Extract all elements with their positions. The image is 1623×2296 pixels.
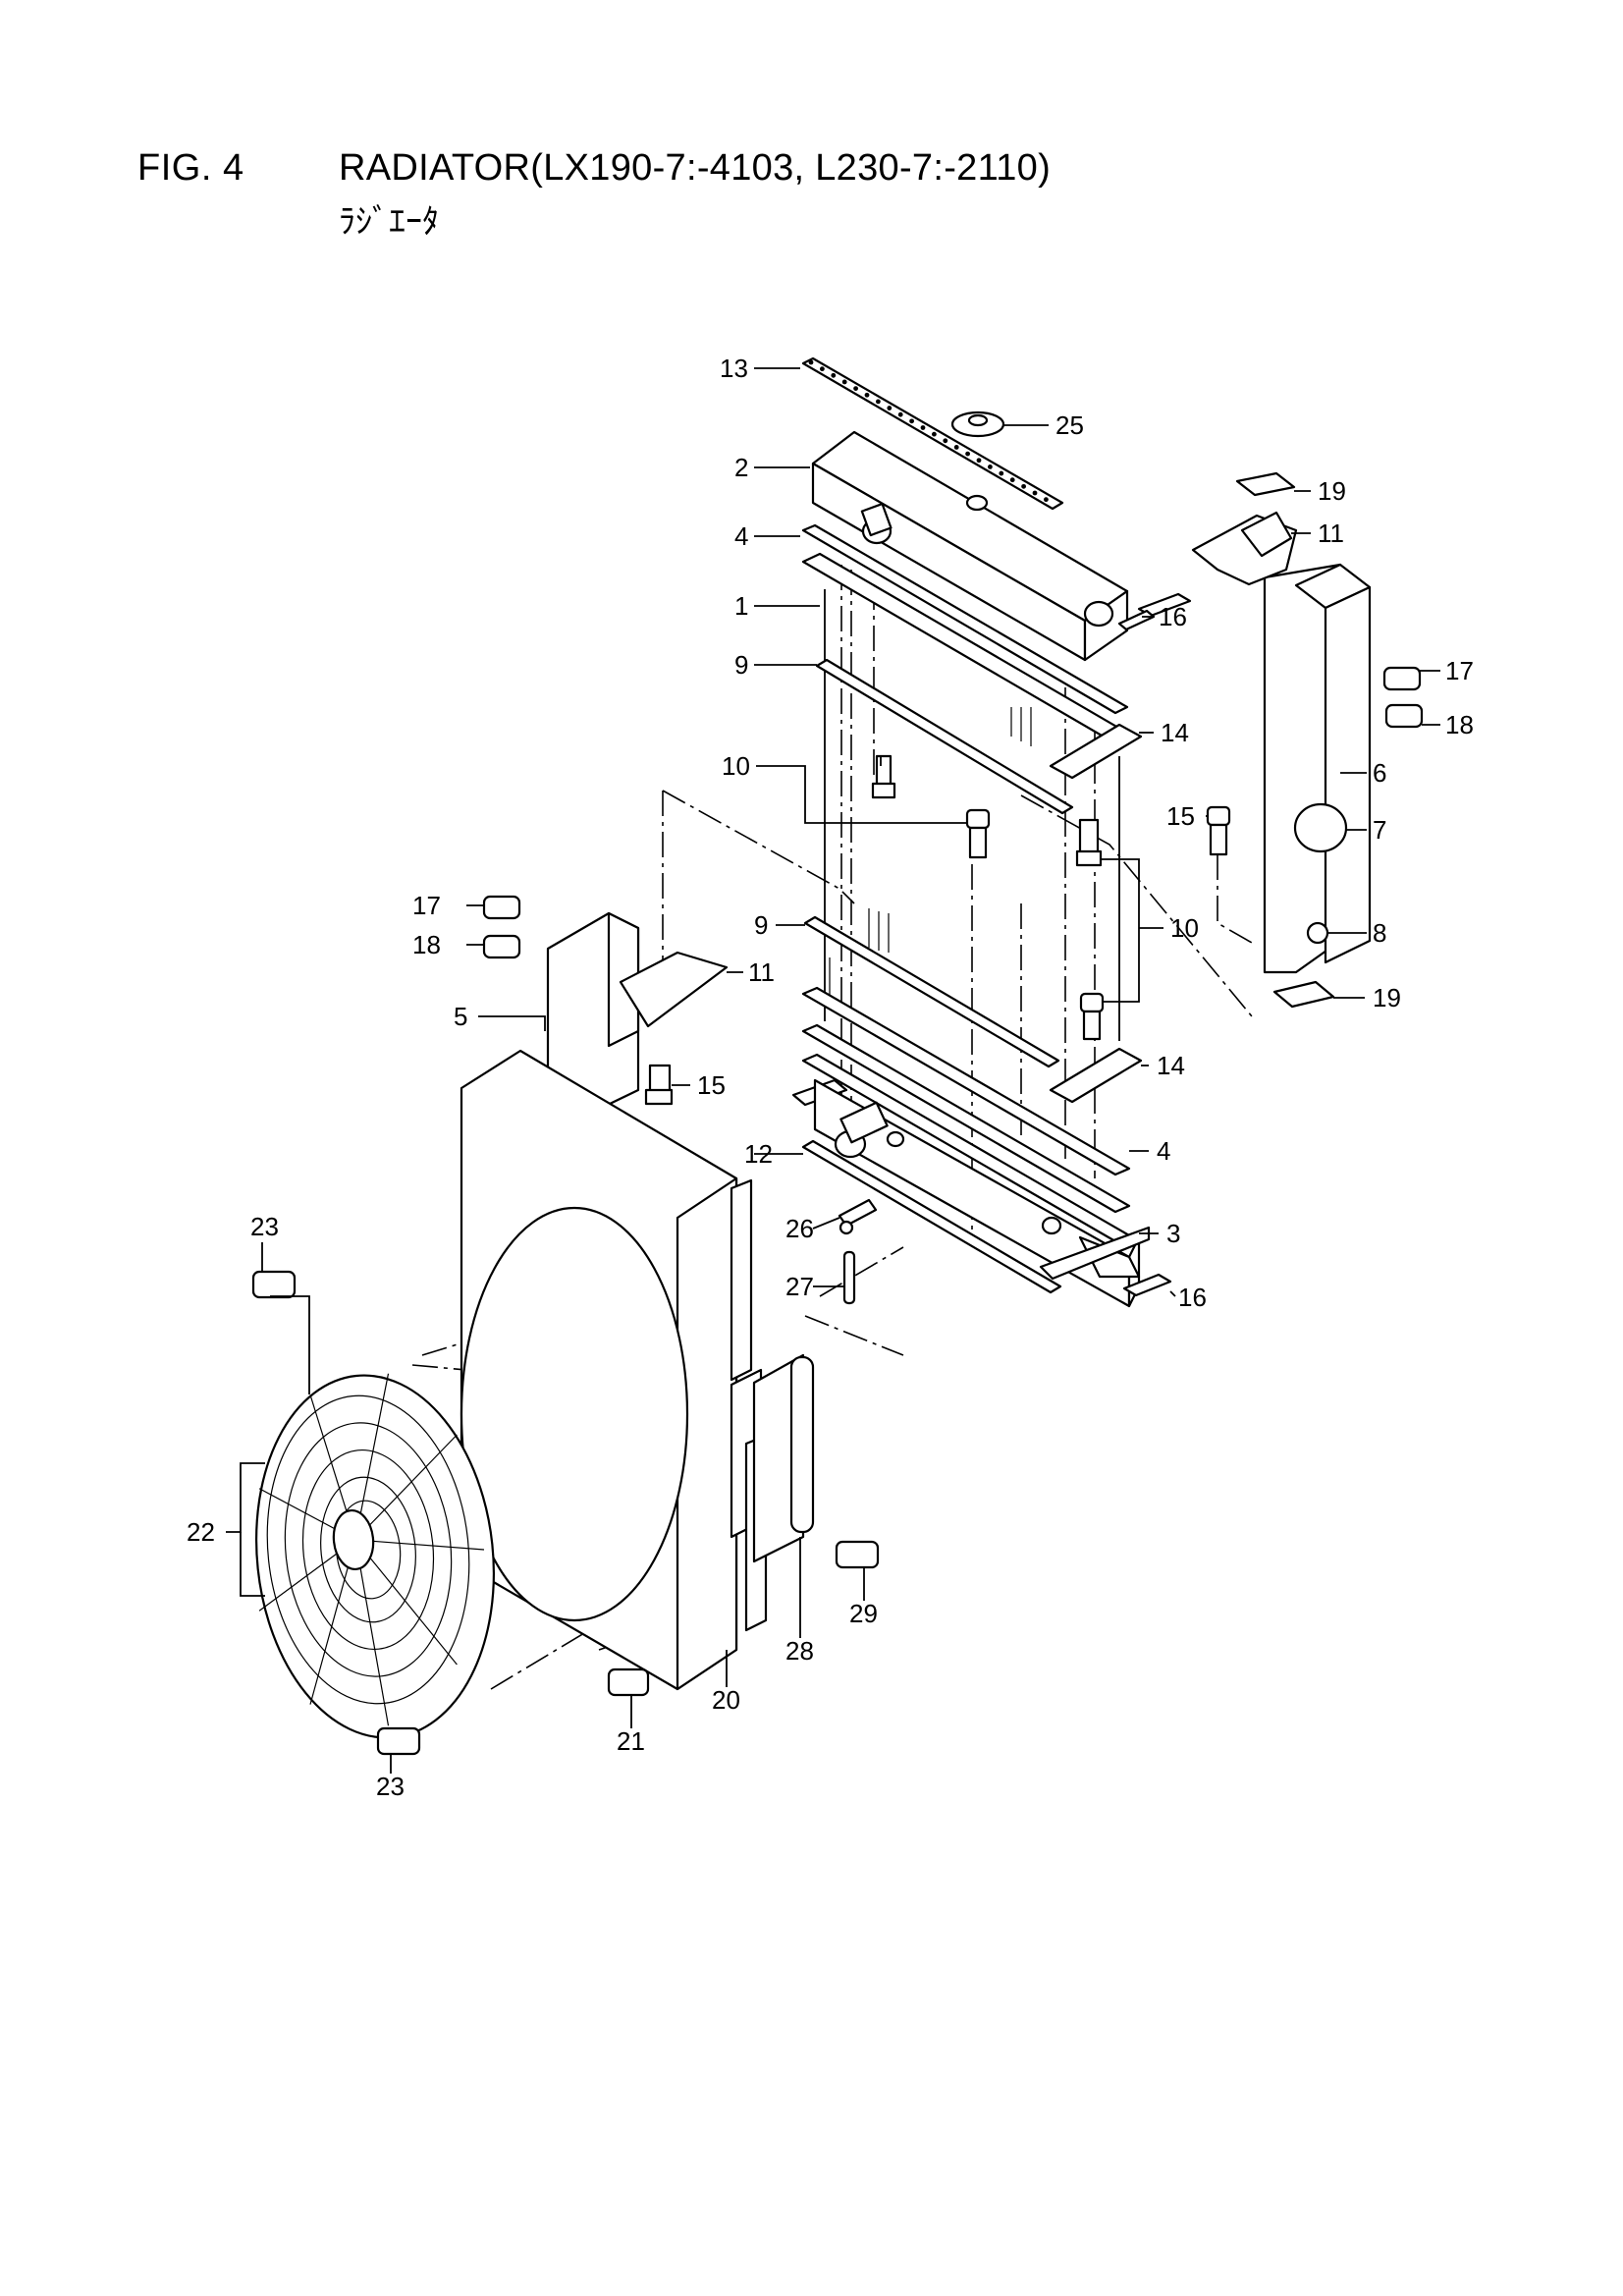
- figure-title: RADIATOR(LX190-7:-4103, L230-7:-2110): [339, 147, 1052, 189]
- part-upper-tank: [811, 430, 1129, 662]
- callout-12: 12: [744, 1139, 773, 1169]
- callout-11-left: 11: [748, 957, 775, 987]
- part-shim-plate-lower: [1049, 1047, 1143, 1104]
- part-bracket-16-upper: [1117, 592, 1192, 631]
- part-drain-hose: [842, 1250, 856, 1305]
- callout-20: 20: [712, 1685, 740, 1715]
- callout-28: 28: [785, 1636, 814, 1666]
- callout-16-upper: 16: [1159, 602, 1187, 631]
- callout-18-left: 18: [412, 930, 441, 959]
- callout-4-lower: 4: [1157, 1136, 1170, 1166]
- callout-23-upper: 23: [250, 1212, 279, 1241]
- callout-21: 21: [617, 1726, 645, 1756]
- assembly-guide-lines: [411, 565, 1253, 1690]
- part-lower-plate: [801, 1139, 1062, 1294]
- part-bolt-23-upper: [251, 1270, 297, 1299]
- callout-25: 25: [1055, 410, 1084, 440]
- part-bolt-21: [607, 1667, 650, 1697]
- callout-19-lower: 19: [1373, 983, 1401, 1012]
- part-cushion-19-upper: [1235, 471, 1296, 497]
- part-bolt-29: [835, 1540, 880, 1569]
- part-drain-cock: [838, 1198, 878, 1235]
- callout-17-left: 17: [412, 891, 441, 920]
- part-fitting: [1306, 921, 1329, 945]
- figure-subtitle: ﾗｼﾞｴｰﾀ: [339, 203, 439, 241]
- callout-13: 13: [720, 354, 748, 383]
- callout-3: 3: [1166, 1219, 1180, 1248]
- part-side-plate-upper: [815, 658, 1074, 815]
- callout-9-lower: 9: [754, 910, 768, 940]
- callout-23-lower: 23: [376, 1772, 405, 1801]
- callout-27: 27: [785, 1272, 814, 1301]
- part-bolt-23-lower: [376, 1726, 421, 1756]
- callout-10-upper: 10: [722, 751, 750, 781]
- callout-15-right: 15: [1166, 801, 1195, 831]
- callout-1: 1: [734, 591, 748, 621]
- part-right-stay: [1263, 563, 1372, 974]
- part-cushion-19-lower: [1272, 980, 1335, 1009]
- callout-14-upper: 14: [1161, 718, 1189, 747]
- part-radiator-cap: [950, 410, 1005, 438]
- part-side-cover: [752, 1353, 815, 1563]
- callout-labels: 13 25 19 2 11 4 1 16 9 17 18 14 10 6 15 …: [187, 354, 1474, 1801]
- callout-19-upper: 19: [1318, 476, 1346, 506]
- figure-label: FIG. 4: [137, 147, 244, 189]
- part-upper-gasket: [801, 523, 1129, 715]
- part-shim-plate-upper: [1049, 723, 1143, 780]
- callout-4-upper: 4: [734, 521, 748, 551]
- part-bolts-right: [1382, 666, 1424, 729]
- part-bracket-16-lower: [1122, 1273, 1172, 1297]
- callout-11-right: 11: [1318, 519, 1344, 548]
- part-core-bolts: [871, 754, 1231, 1041]
- callout-8: 8: [1373, 918, 1386, 948]
- callout-2: 2: [734, 453, 748, 482]
- callout-15-left: 15: [697, 1070, 726, 1100]
- callout-16-lower: 16: [1178, 1283, 1207, 1312]
- part-side-plate-lower: [803, 915, 1060, 1068]
- part-fan-guard: [255, 1373, 495, 1739]
- part-fan-shroud: [460, 1049, 768, 1691]
- callout-7: 7: [1373, 815, 1386, 845]
- part-lower-core-plates: [801, 986, 1131, 1243]
- part-right-bracket: [1191, 511, 1298, 586]
- callout-17-right: 17: [1445, 656, 1474, 685]
- part-upper-plate: [801, 356, 1064, 511]
- part-lower-tank: [791, 1078, 1151, 1308]
- part-left-bracket: [619, 951, 729, 1028]
- callout-29: 29: [849, 1599, 878, 1628]
- callout-10-lower: 10: [1170, 913, 1199, 943]
- callout-9-upper: 9: [734, 650, 748, 680]
- callout-22: 22: [187, 1517, 215, 1547]
- callout-18-right: 18: [1445, 710, 1474, 739]
- leader-lines: [226, 367, 1440, 1774]
- callout-6: 6: [1373, 758, 1386, 788]
- callout-14-lower: 14: [1157, 1051, 1185, 1080]
- callout-5: 5: [454, 1002, 467, 1031]
- part-seal-rubber: [1293, 802, 1348, 853]
- callout-26: 26: [785, 1214, 814, 1243]
- part-bolts-left: [482, 895, 674, 1106]
